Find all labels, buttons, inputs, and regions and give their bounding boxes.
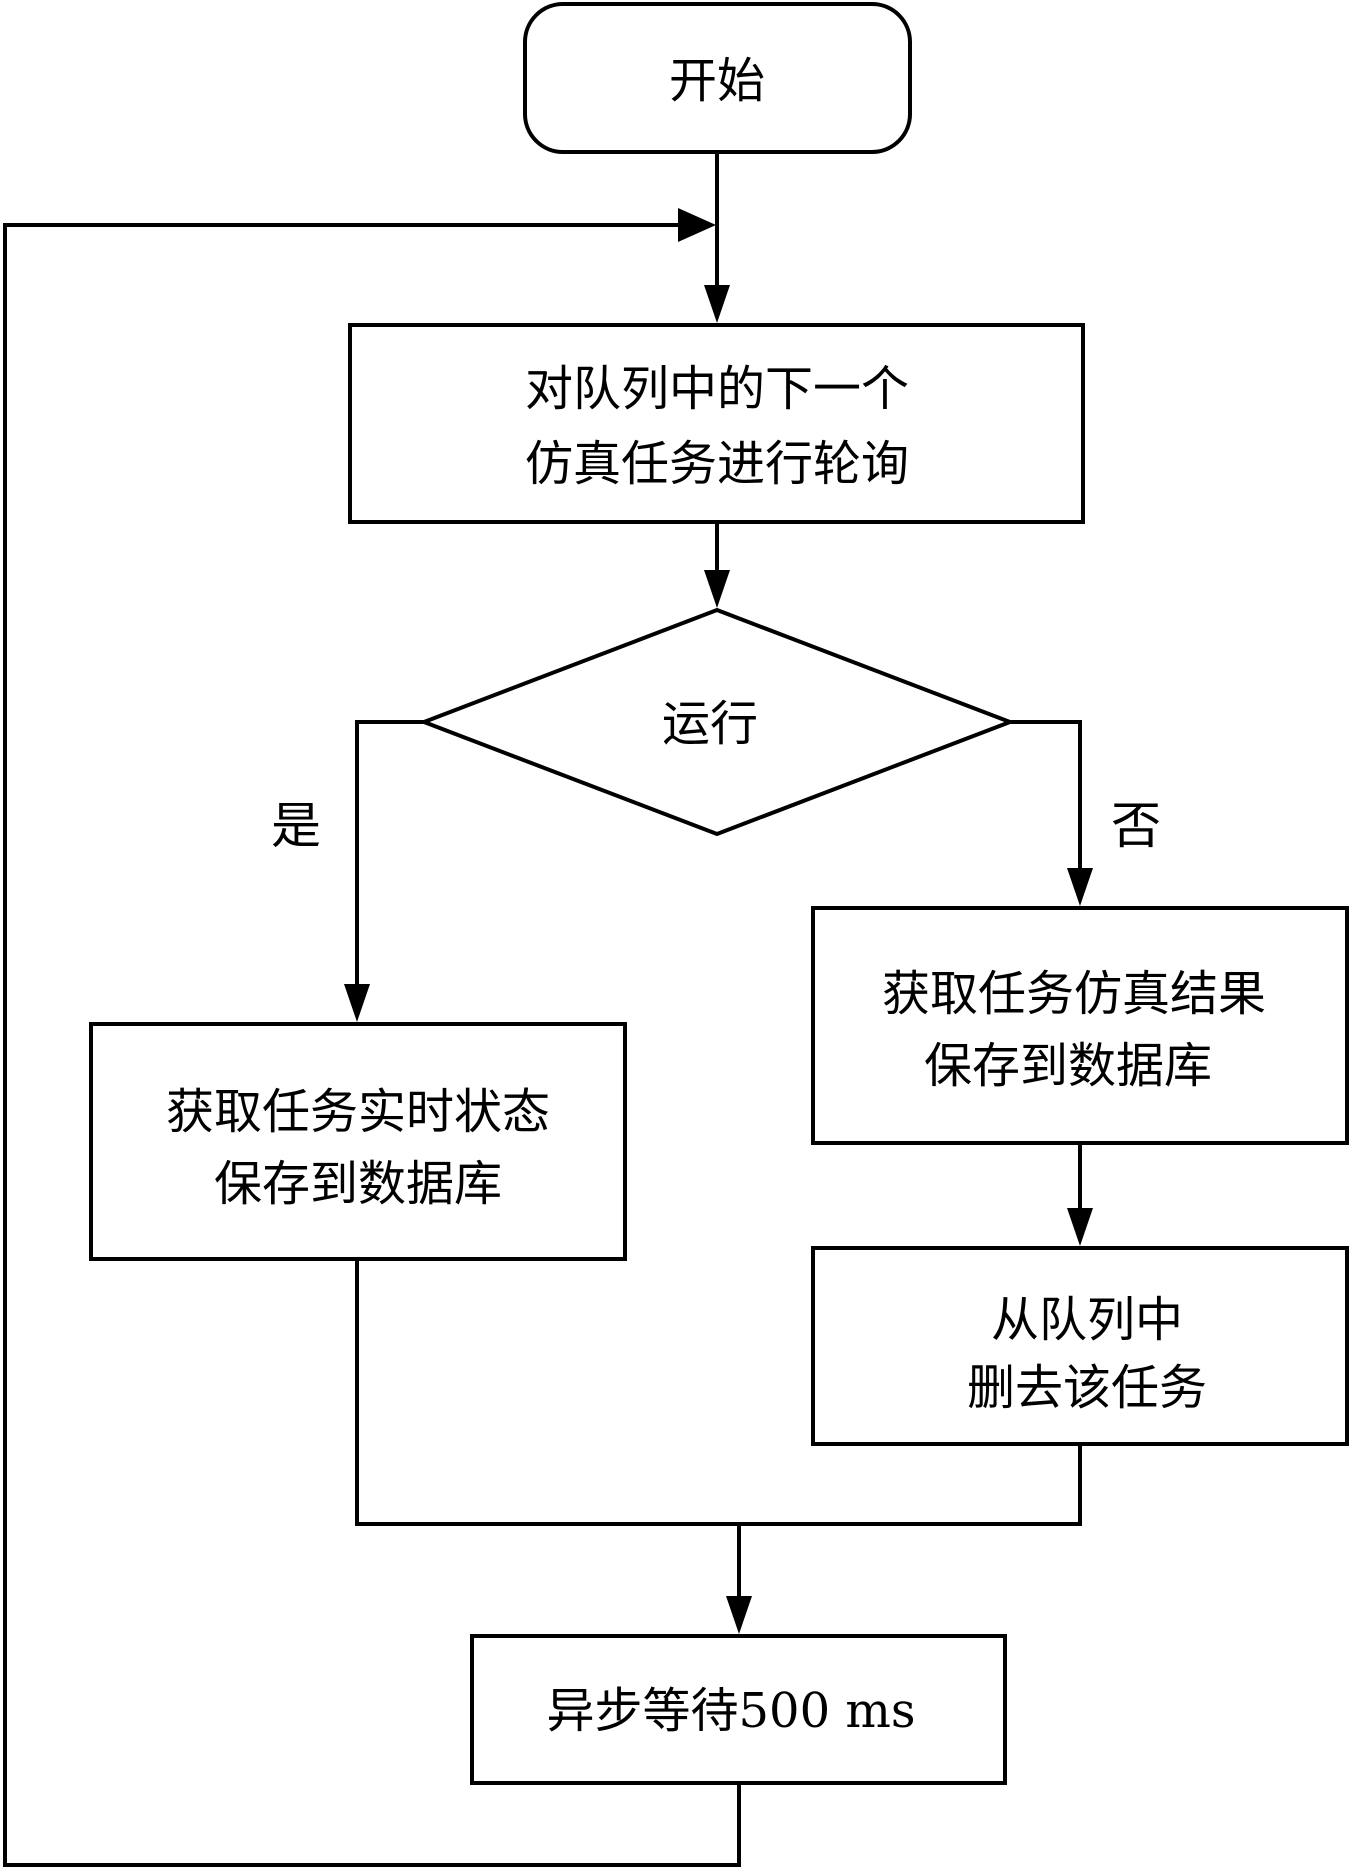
branch-no-label: 否 [1111, 797, 1161, 855]
start-label: 开始 [669, 53, 765, 109]
arrowhead-save-status [344, 984, 370, 1022]
poll-task-box [348, 323, 1085, 524]
save-result-box [811, 906, 1349, 1145]
edge-decision-no [1010, 720, 1082, 870]
decision-label: 运行 [662, 696, 758, 752]
remove-task-box [811, 1246, 1349, 1446]
save-result-label-line1: 获取任务仿真结果 [882, 966, 1266, 1022]
arrowhead-remove-task [1067, 1208, 1093, 1246]
arrowhead-wait [726, 1596, 752, 1634]
decision-diamond [418, 607, 1016, 837]
edge-loop-back [3, 223, 741, 1867]
remove-task-label-line2: 删去该任务 [967, 1360, 1207, 1416]
save-status-label-line1: 获取任务实时状态 [166, 1084, 550, 1140]
poll-task-label-line2: 仿真任务进行轮询 [525, 436, 909, 492]
edge-decision-yes [355, 720, 424, 986]
arrowhead-loop-back [678, 208, 716, 242]
save-result-label-line2: 保存到数据库 [924, 1038, 1212, 1094]
branch-yes-label: 是 [271, 797, 321, 855]
edge-remove-to-merge [739, 1444, 1082, 1526]
arrowhead-poll [704, 285, 730, 323]
arrowhead-decision [704, 570, 730, 608]
wait-box [470, 1634, 1007, 1785]
save-status-box [89, 1022, 627, 1261]
poll-task-label-line1: 对队列中的下一个 [525, 361, 909, 417]
edge-status-to-merge [355, 1259, 739, 1526]
save-status-label-line2: 保存到数据库 [214, 1156, 502, 1212]
arrowhead-save-result [1067, 868, 1093, 906]
wait-label: 异步等待500 ms [546, 1683, 915, 1739]
remove-task-label-line1: 从队列中 [991, 1292, 1183, 1348]
